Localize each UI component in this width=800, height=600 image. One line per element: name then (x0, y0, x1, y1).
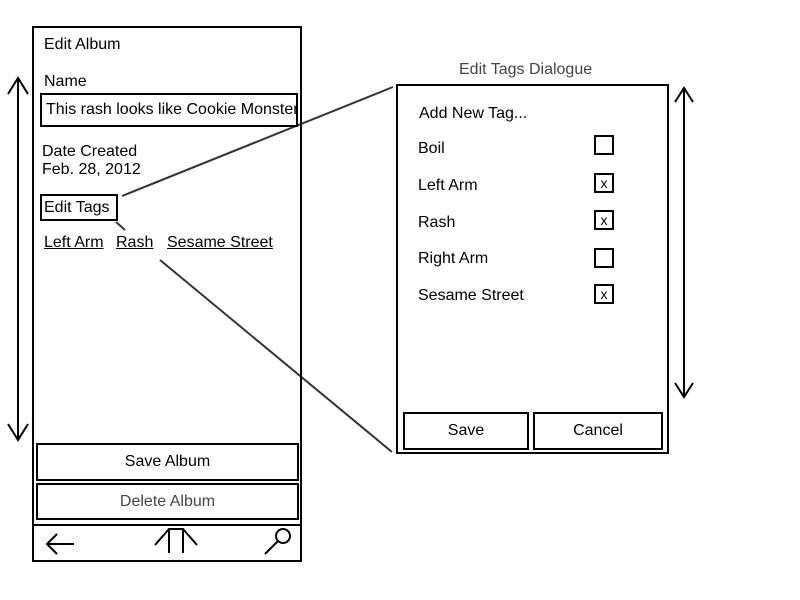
tag-label-rash: Rash (418, 214, 456, 231)
screen-title: Edit Album (44, 36, 121, 53)
tag-link-sesame-street[interactable]: Sesame Street (167, 234, 273, 251)
add-new-tag-link[interactable]: Add New Tag... (419, 105, 528, 122)
dialog-scroll-arrow-icon (674, 86, 694, 399)
tag-checkbox-left-arm[interactable]: x (594, 173, 614, 193)
dialog-caption: Edit Tags Dialogue (459, 61, 593, 78)
dialog-save-button[interactable]: Save (403, 412, 529, 450)
album-name-input[interactable]: This rash looks like Cookie Monster (40, 93, 298, 127)
nav-bar-divider (32, 524, 302, 526)
dialog-cancel-button[interactable]: Cancel (533, 412, 663, 450)
back-arrow-icon[interactable] (44, 529, 78, 559)
tag-label-right-arm: Right Arm (418, 250, 489, 267)
save-album-button[interactable]: Save Album (36, 443, 299, 481)
tag-checkbox-boil[interactable] (594, 135, 614, 155)
tag-checkbox-right-arm[interactable] (594, 248, 614, 268)
home-icon[interactable] (154, 525, 198, 555)
edit-tags-dialog (396, 84, 669, 454)
tag-label-sesame-street: Sesame Street (418, 287, 524, 304)
search-icon[interactable] (262, 526, 296, 556)
phone-frame (32, 26, 302, 562)
tag-checkbox-sesame-street[interactable]: x (594, 284, 614, 304)
phone-scroll-arrow-icon (7, 76, 29, 442)
name-label: Name (44, 73, 87, 90)
tag-checkbox-rash[interactable]: x (594, 210, 614, 230)
tag-link-rash[interactable]: Rash (116, 234, 154, 251)
delete-album-button[interactable]: Delete Album (36, 483, 299, 520)
edit-tags-button[interactable]: Edit Tags (40, 194, 118, 221)
tag-label-boil: Boil (418, 140, 445, 157)
date-created-value: Feb. 28, 2012 (42, 161, 141, 178)
tag-link-left-arm[interactable]: Left Arm (44, 234, 104, 251)
tag-label-left-arm: Left Arm (418, 177, 478, 194)
date-created-label: Date Created (42, 143, 138, 160)
